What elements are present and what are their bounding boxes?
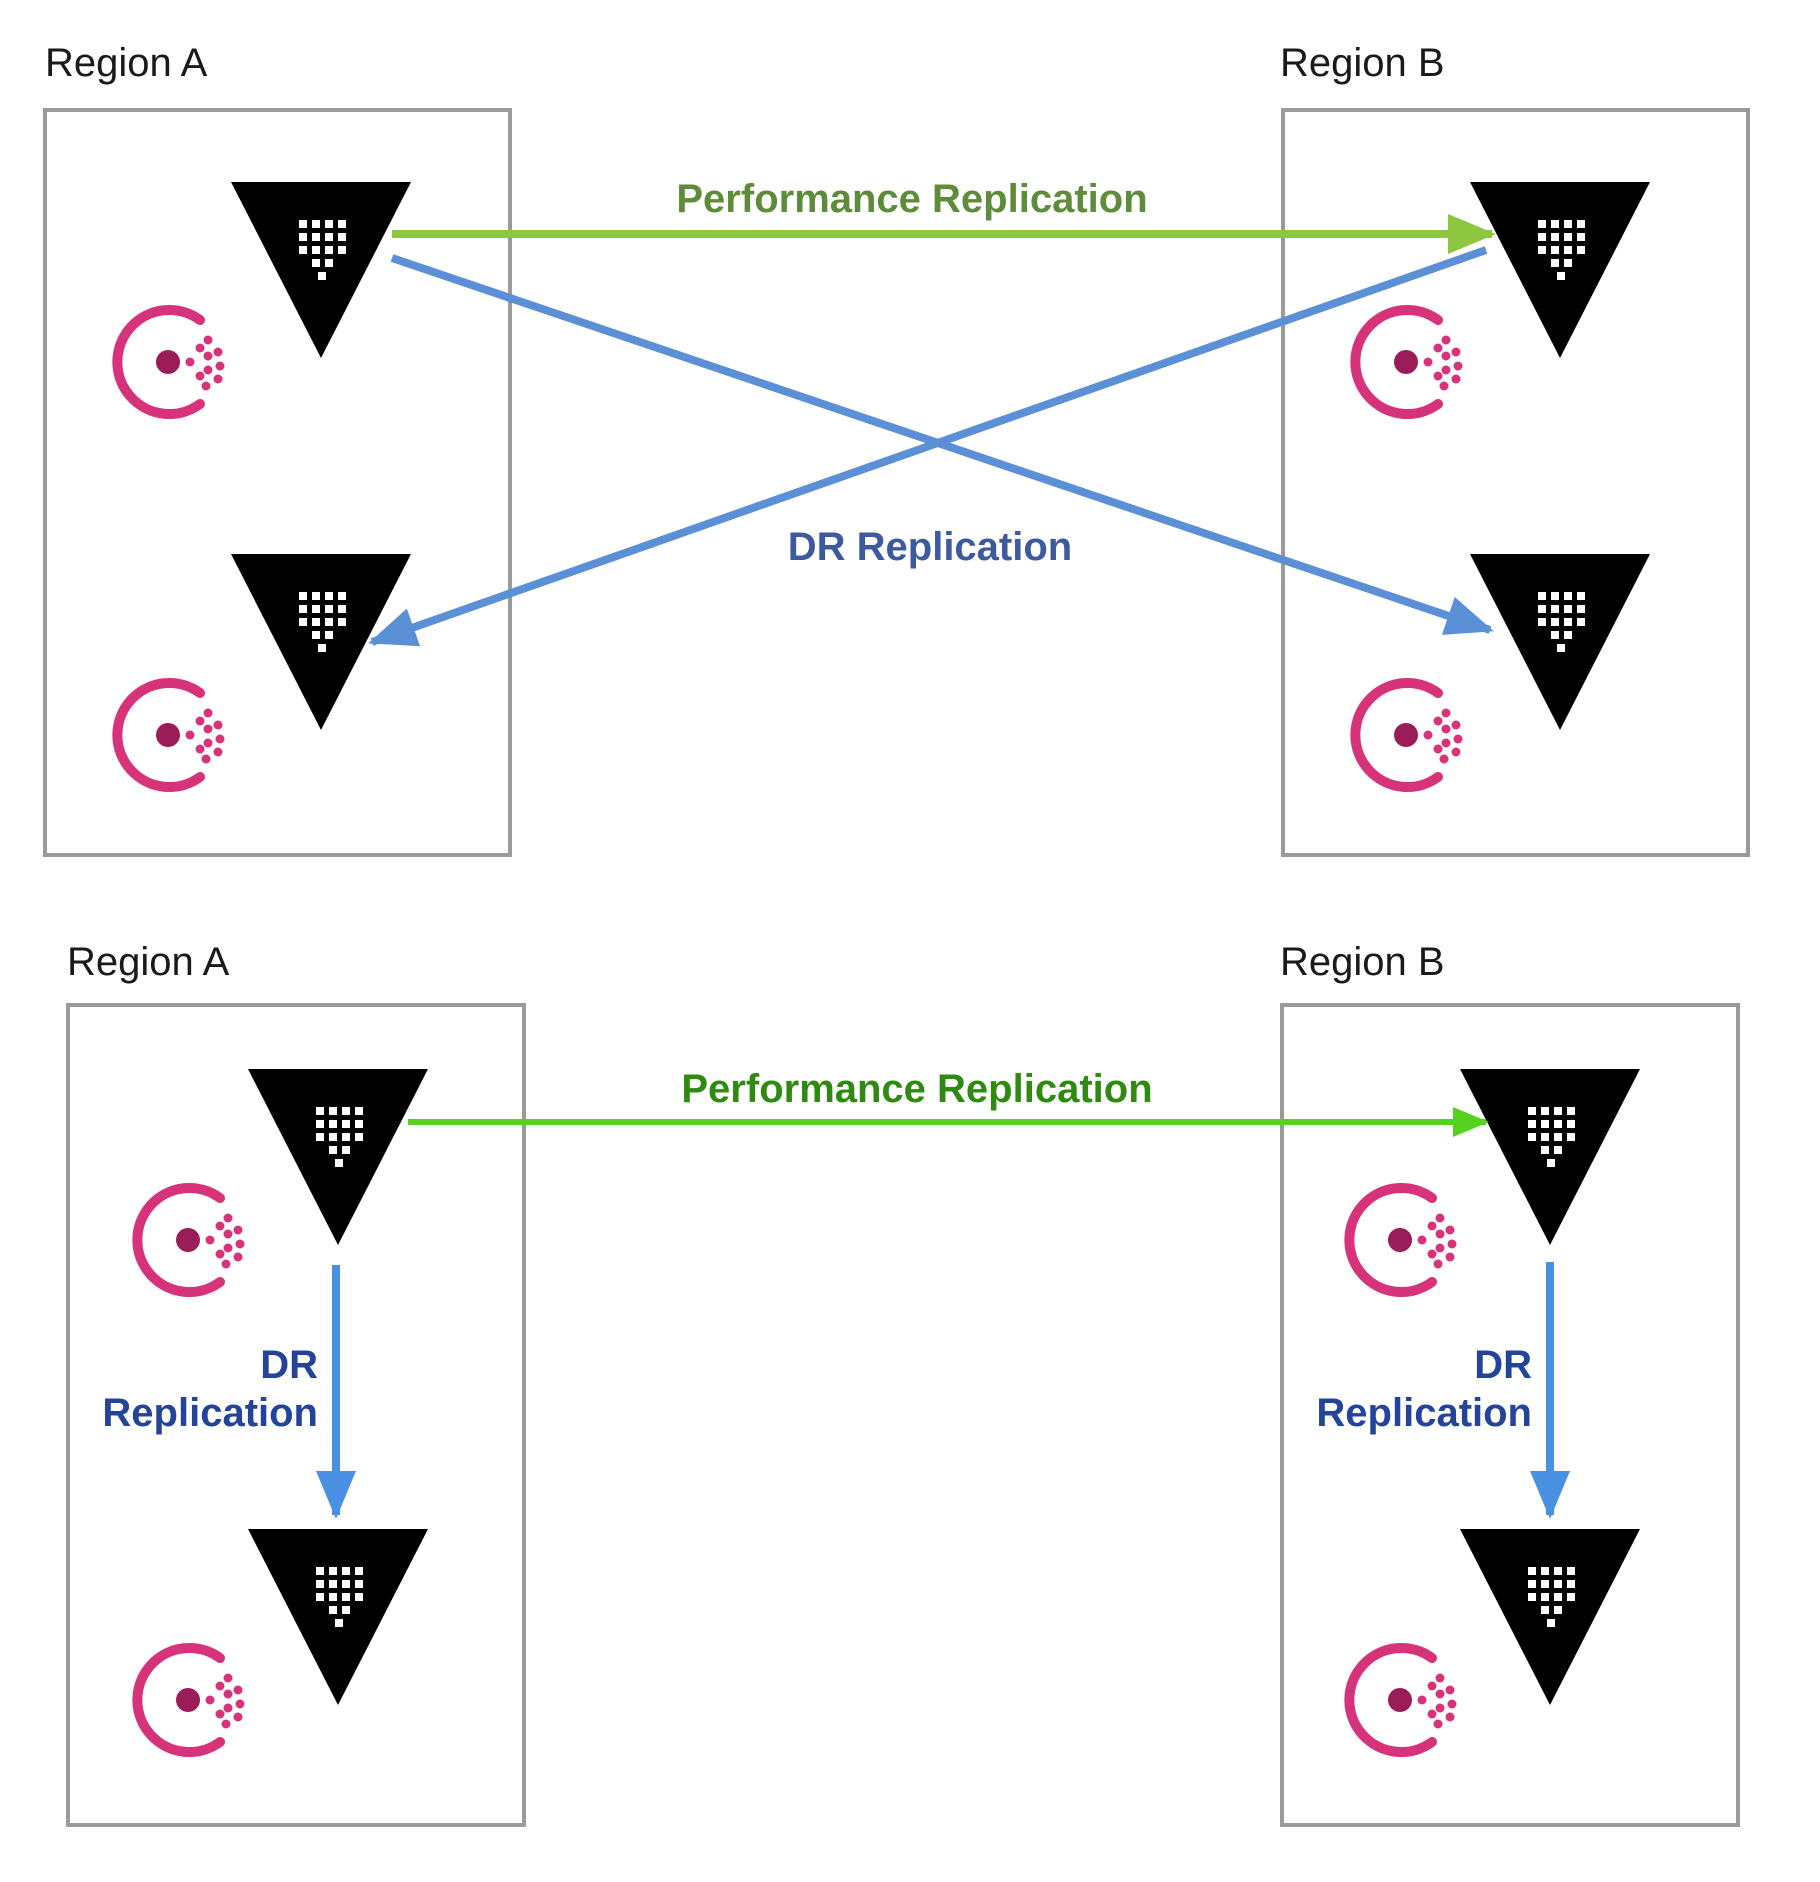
bottom-region-b-dr-label-line2: Replication	[1316, 1391, 1532, 1435]
top-region-a-title: Region A	[45, 41, 208, 85]
bottom-region-a-title: Region A	[67, 940, 230, 984]
top-dr-label: DR Replication	[788, 525, 1072, 569]
bottom-region-a-dr-label-line1: DR	[260, 1343, 318, 1387]
top-dr-arrow-b-to-a	[368, 246, 1488, 647]
bottom-region-b-dr-label-line1: DR	[1474, 1343, 1532, 1387]
bottom-region-a-dr-label-line2: Replication	[102, 1391, 318, 1435]
bottom-performance-label: Performance Replication	[681, 1067, 1152, 1111]
top-region-b-title: Region B	[1280, 41, 1445, 85]
bottom-region-b-title: Region B	[1280, 940, 1445, 984]
top-performance-label: Performance Replication	[676, 177, 1147, 221]
